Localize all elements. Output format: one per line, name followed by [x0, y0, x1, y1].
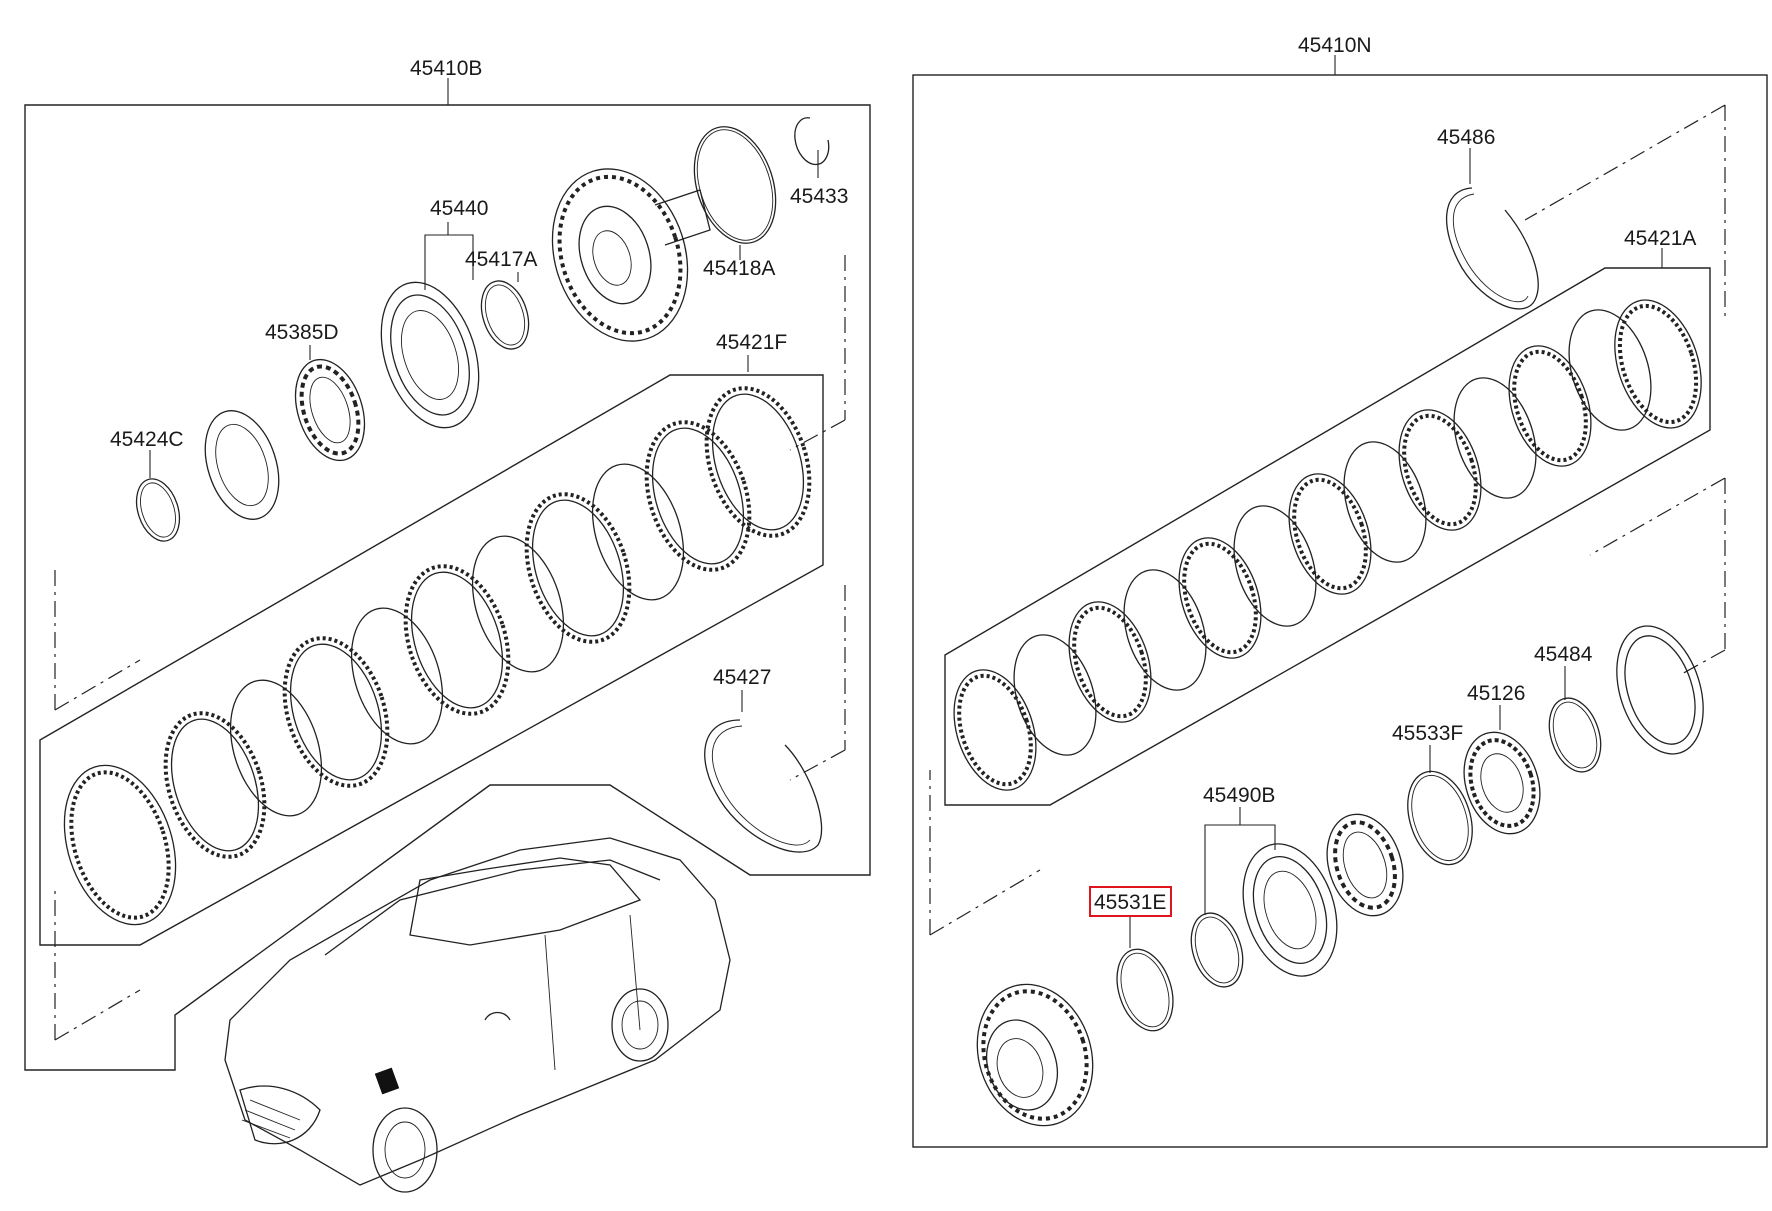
front-wheel [372, 1107, 438, 1193]
seal-ring-45533f [1407, 770, 1473, 866]
part-label-45484[interactable]: 45484 [1534, 643, 1593, 666]
part-label-45440[interactable]: 45440 [430, 197, 488, 220]
part-label-45421f[interactable]: 45421F [716, 331, 787, 354]
part-label-45490b[interactable]: 45490B [1203, 784, 1275, 807]
assembly-label-45410n[interactable]: 45410N [1298, 34, 1372, 57]
part-label-45531e[interactable]: 45531E [1094, 891, 1166, 914]
rear-wheel [611, 988, 669, 1062]
seal-ring-45531e [1116, 948, 1174, 1032]
part-label-45486[interactable]: 45486 [1437, 126, 1495, 149]
part-label-45421a[interactable]: 45421A [1624, 227, 1696, 250]
clutch-pack-frame-45421a [944, 267, 1711, 806]
retainer-plate [204, 410, 280, 520]
clutch-pack-frame-45421f [39, 374, 824, 946]
part-label-45385d[interactable]: 45385D [265, 321, 339, 344]
right-assembly-group: 45410N 45421A [912, 34, 1768, 1148]
part-label-45424c[interactable]: 45424C [110, 428, 184, 451]
left-assembly-group: 45410B 45421 [24, 57, 871, 1071]
vehicle-illustration [224, 837, 731, 1193]
snap-ring-45486 [1445, 187, 1539, 310]
part-label-45418a[interactable]: 45418A [703, 257, 775, 280]
pressure-plate [1616, 625, 1704, 755]
snap-ring-45418a [693, 126, 777, 244]
thrust-bearing-45126 [1463, 731, 1541, 835]
part-label-45417a[interactable]: 45417A [465, 248, 537, 271]
right-assembly-frame [912, 74, 1768, 1148]
snap-ring-45427 [704, 719, 823, 853]
clutch-disc-stack-45421a [953, 299, 1702, 791]
return-spring-45385d [294, 358, 366, 462]
left-assembly-frame [24, 104, 871, 1071]
part-label-45126[interactable]: 45126 [1467, 682, 1525, 705]
piston-45440 [380, 281, 480, 429]
assembly-label-45410b[interactable]: 45410B [410, 57, 482, 80]
part-label-45427[interactable]: 45427 [713, 666, 771, 689]
return-spring [1326, 813, 1404, 917]
part-label-45533f[interactable]: 45533F [1392, 722, 1463, 745]
seal-ring-45417a [480, 280, 530, 350]
highlight-box-45531e [1089, 886, 1172, 917]
transmission-location-marker [374, 1067, 400, 1095]
part-label-45433[interactable]: 45433 [790, 185, 848, 208]
piston-45490b [1242, 843, 1338, 977]
clutch-drum-hub [551, 168, 711, 342]
snap-ring-45484 [1548, 697, 1602, 773]
clutch-disc-stack-45421f [63, 386, 812, 926]
clip-45433 [794, 117, 830, 166]
snap-ring-45424c [135, 478, 181, 542]
seal-ring [1190, 912, 1244, 988]
clutch-hub [976, 983, 1094, 1127]
